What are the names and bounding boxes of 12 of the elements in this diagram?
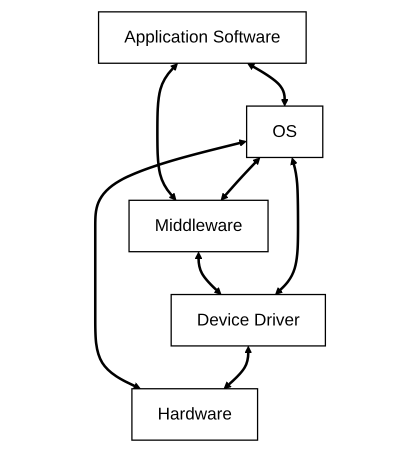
node-box: Hardware	[130, 388, 258, 441]
arrow	[194, 252, 222, 295]
node-box: Device Driver	[170, 294, 326, 347]
arrow	[94, 139, 246, 390]
arrow	[223, 346, 252, 390]
arrow	[274, 157, 299, 295]
arrow	[246, 63, 288, 106]
node-box: Middleware	[128, 200, 268, 252]
arrow	[156, 63, 178, 201]
arrow	[220, 157, 260, 201]
node-box: OS	[246, 105, 324, 158]
node-box: Application Software	[98, 11, 306, 64]
